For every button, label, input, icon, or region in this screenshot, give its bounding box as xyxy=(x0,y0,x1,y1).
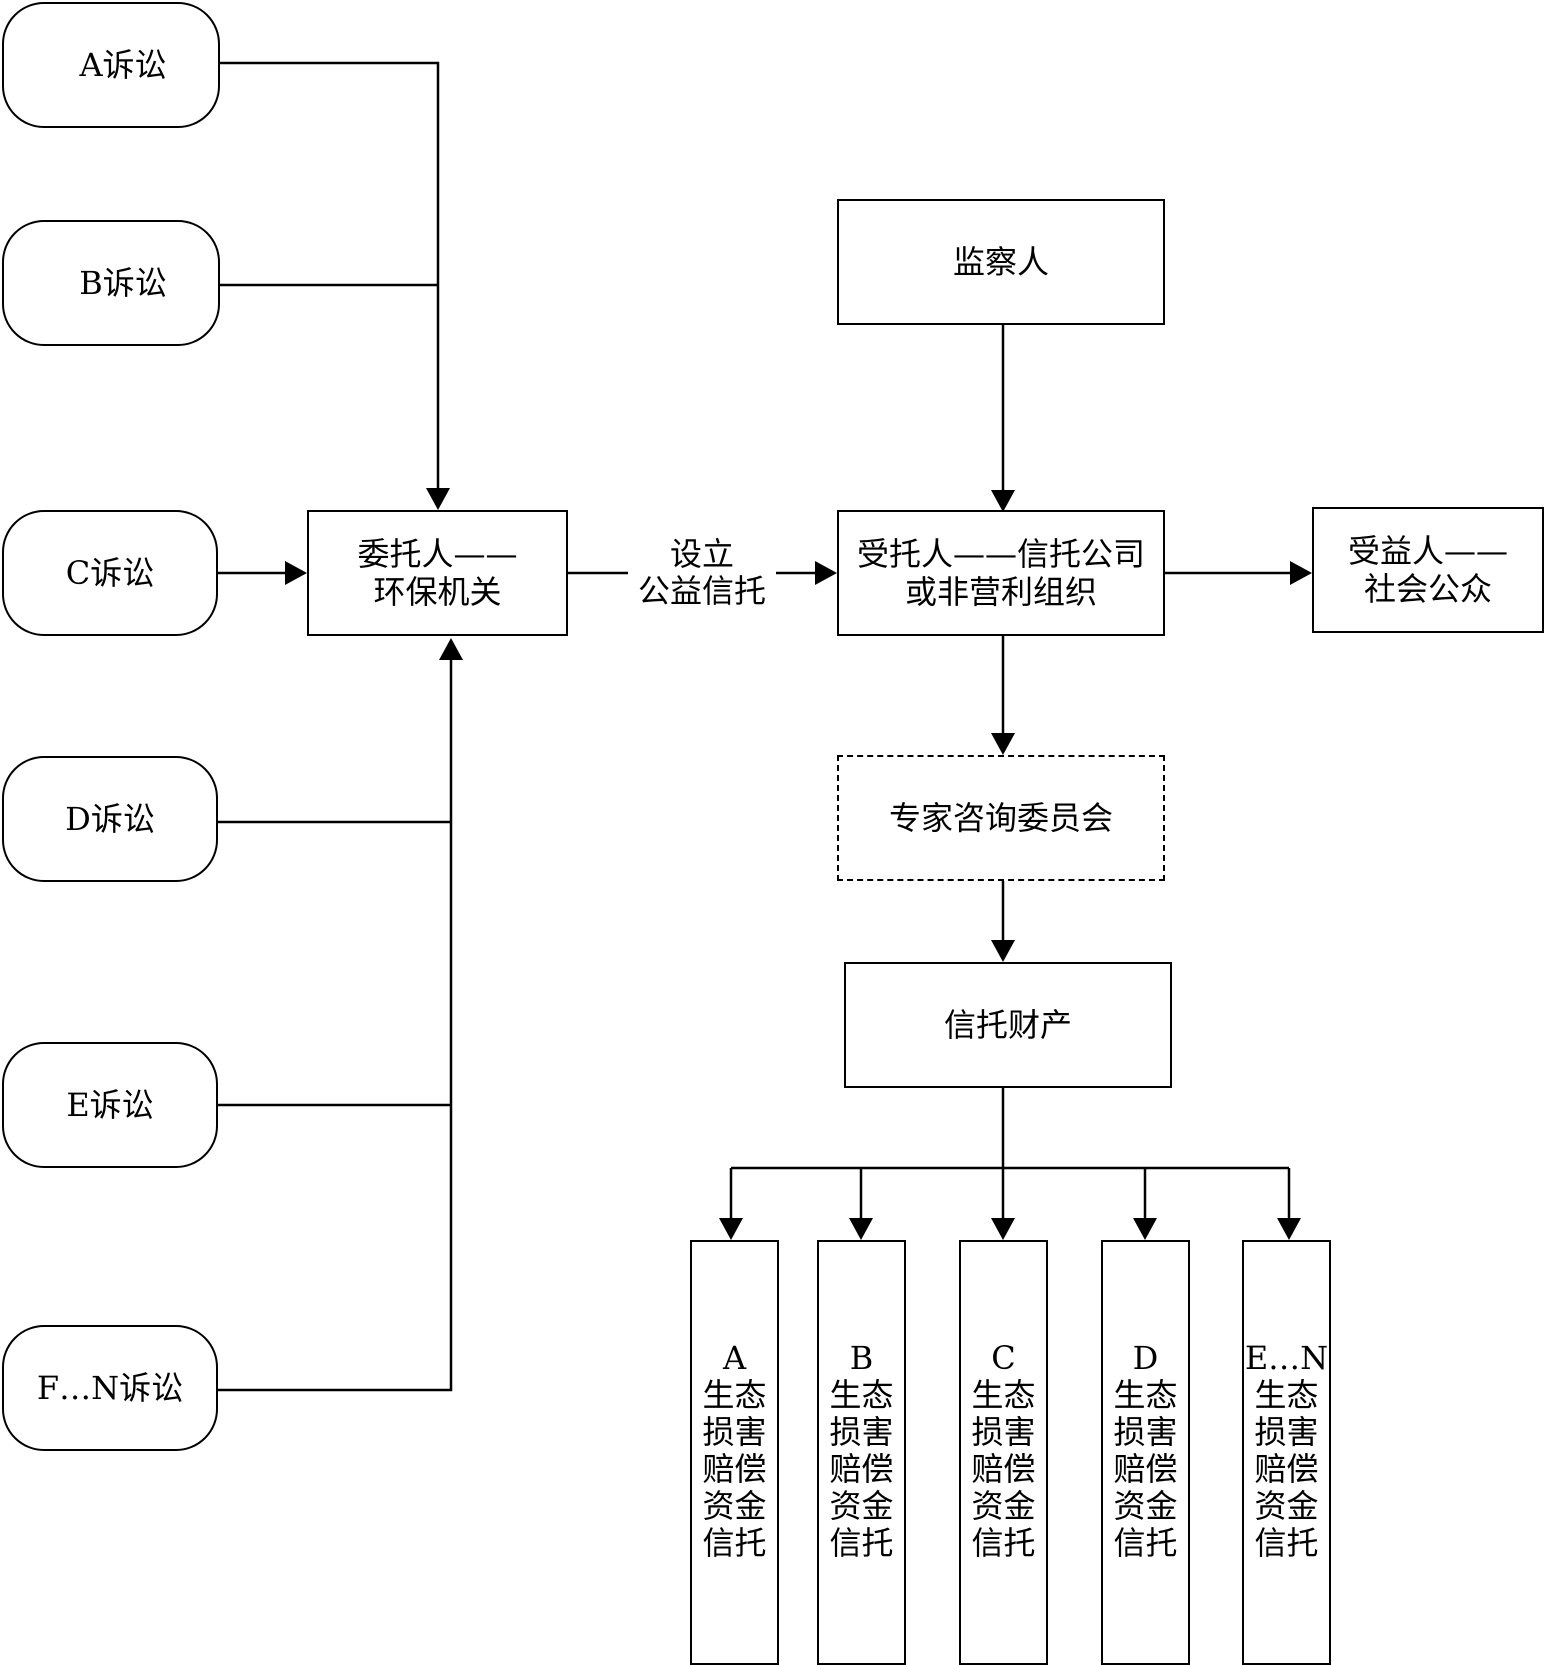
edge-fn-lawsuit xyxy=(218,660,453,1392)
sub-trust-c-node: C 生态 损害 赔偿 资金 信托 xyxy=(959,1240,1048,1665)
edge-a-lawsuit xyxy=(220,61,440,488)
sub-trust-line: 损害 xyxy=(829,1413,894,1451)
sub-trust-line: 赔偿 xyxy=(1254,1450,1319,1488)
establish-trust-label: 设立 公益信托 xyxy=(628,536,776,610)
beneficiary-line1: 受益人—— xyxy=(1347,532,1508,570)
sub-trust-letter: A xyxy=(722,1339,747,1377)
sub-trust-line: 资金 xyxy=(1113,1487,1178,1525)
sub-trust-line: 损害 xyxy=(1113,1413,1178,1451)
sub-trust-line: 生态 xyxy=(829,1376,894,1414)
sub-trust-letter: C xyxy=(991,1339,1016,1377)
sub-trust-e-n-node: E…N 生态 损害 赔偿 资金 信托 xyxy=(1242,1240,1331,1665)
arrowhead-into-trustee-left xyxy=(815,561,837,585)
arrowhead-into-settlor-bottom xyxy=(439,638,463,660)
lawsuit-b-label: B诉讼 xyxy=(79,264,167,302)
beneficiary-line2: 社会公众 xyxy=(1363,570,1492,608)
arrowhead-into-property xyxy=(991,940,1015,962)
arrowhead-into-trustee-top xyxy=(991,490,1015,512)
sub-trust-letter: E…N xyxy=(1244,1339,1329,1377)
sub-trust-line: 信托 xyxy=(1113,1524,1178,1562)
lawsuit-fn-node: F…N诉讼 xyxy=(2,1325,218,1451)
sub-trust-line: 损害 xyxy=(702,1413,767,1451)
sub-trust-line: 信托 xyxy=(971,1524,1036,1562)
lawsuit-e-label: E诉讼 xyxy=(66,1086,154,1124)
trustee-line2: 或非营利组织 xyxy=(904,573,1097,611)
sub-trust-line: 信托 xyxy=(1254,1524,1319,1562)
sub-trust-line: 损害 xyxy=(1254,1413,1319,1451)
arrowhead-into-subtrust-c xyxy=(991,1218,1015,1240)
arrowhead-into-subtrust-e xyxy=(1277,1218,1301,1240)
trust-property-label: 信托财产 xyxy=(943,1006,1072,1044)
sub-trust-line: 生态 xyxy=(702,1376,767,1414)
sub-trust-line: 损害 xyxy=(971,1413,1036,1451)
arrowhead-into-settlor-left xyxy=(285,561,307,585)
sub-trust-line: 赔偿 xyxy=(971,1450,1036,1488)
settlor-line2: 环保机关 xyxy=(373,573,502,611)
arrowhead-into-settlor-top xyxy=(426,488,450,510)
establish-label-line2: 公益信托 xyxy=(637,572,766,610)
sub-trust-line: 资金 xyxy=(702,1487,767,1525)
trust-property-node: 信托财产 xyxy=(844,962,1172,1088)
sub-trust-line: 生态 xyxy=(971,1376,1036,1414)
expert-committee-label: 专家咨询委员会 xyxy=(888,799,1113,837)
sub-trust-letter: B xyxy=(849,1339,874,1377)
supervisor-label: 监察人 xyxy=(952,243,1049,281)
arrowhead-into-committee xyxy=(991,733,1015,755)
lawsuit-a-node: A诉讼 xyxy=(2,2,220,128)
sub-trust-line: 赔偿 xyxy=(1113,1450,1178,1488)
settlor-node: 委托人—— 环保机关 xyxy=(307,510,568,636)
lawsuit-d-label: D诉讼 xyxy=(65,800,155,838)
sub-trust-line: 生态 xyxy=(1254,1376,1319,1414)
lawsuit-c-label: C诉讼 xyxy=(65,554,155,592)
arrowhead-into-beneficiary xyxy=(1290,561,1312,585)
expert-committee-node: 专家咨询委员会 xyxy=(837,755,1165,881)
supervisor-node: 监察人 xyxy=(837,199,1165,325)
lawsuit-c-node: C诉讼 xyxy=(2,510,218,636)
beneficiary-node: 受益人—— 社会公众 xyxy=(1312,507,1544,633)
sub-trust-line: 赔偿 xyxy=(702,1450,767,1488)
lawsuit-e-node: E诉讼 xyxy=(2,1042,218,1168)
lawsuit-d-node: D诉讼 xyxy=(2,756,218,882)
sub-trust-a-node: A 生态 损害 赔偿 资金 信托 xyxy=(690,1240,779,1665)
sub-trust-line: 资金 xyxy=(829,1487,894,1525)
sub-trust-line: 赔偿 xyxy=(829,1450,894,1488)
sub-trust-d-node: D 生态 损害 赔偿 资金 信托 xyxy=(1101,1240,1190,1665)
sub-trust-letter: D xyxy=(1132,1339,1159,1377)
sub-trust-line: 信托 xyxy=(702,1524,767,1562)
lawsuit-fn-label: F…N诉讼 xyxy=(36,1369,184,1407)
sub-trust-line: 生态 xyxy=(1113,1376,1178,1414)
arrowhead-into-subtrust-d xyxy=(1133,1218,1157,1240)
arrowhead-into-subtrust-a xyxy=(719,1218,743,1240)
lawsuit-b-node: B诉讼 xyxy=(2,220,220,346)
lawsuit-a-label: A诉讼 xyxy=(79,46,167,84)
sub-trust-line: 信托 xyxy=(829,1524,894,1562)
settlor-line1: 委托人—— xyxy=(357,535,518,573)
sub-trust-line: 资金 xyxy=(971,1487,1036,1525)
establish-label-line1: 设立 xyxy=(669,535,734,573)
sub-trust-line: 资金 xyxy=(1254,1487,1319,1525)
trustee-line1: 受托人——信托公司 xyxy=(856,535,1145,573)
trustee-node: 受托人——信托公司 或非营利组织 xyxy=(837,510,1165,636)
arrowhead-into-subtrust-b xyxy=(849,1218,873,1240)
sub-trust-b-node: B 生态 损害 赔偿 资金 信托 xyxy=(817,1240,906,1665)
